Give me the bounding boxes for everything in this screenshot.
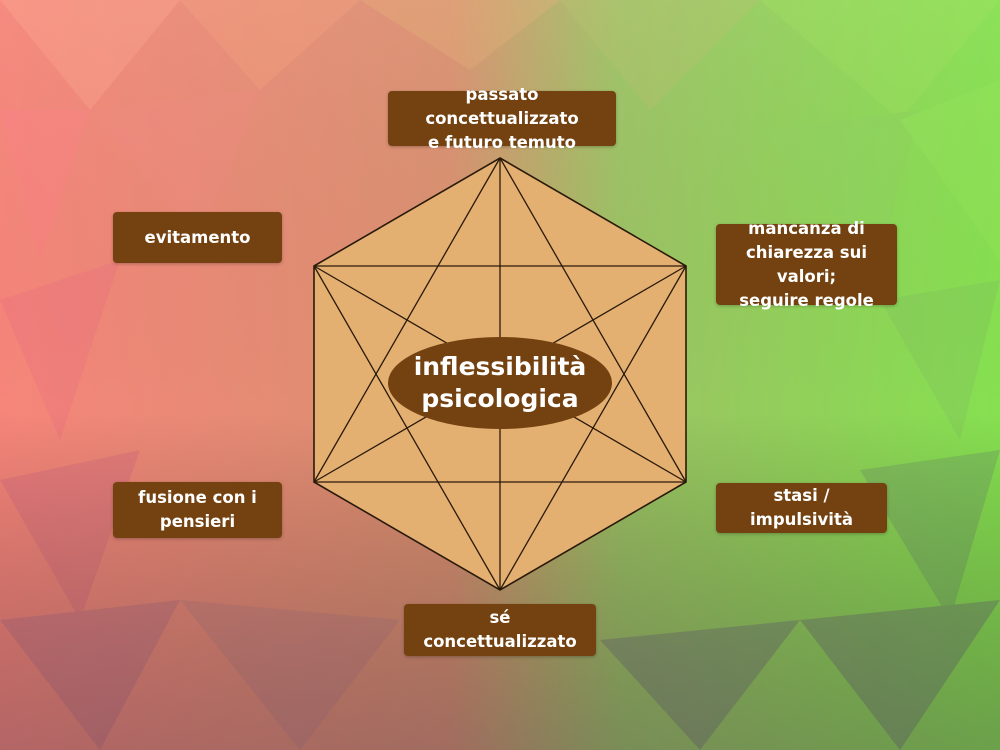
star-edge [499,265,687,591]
star-edge [313,157,501,483]
process-lower-right-line1: stasi / impulsività [750,486,853,529]
process-bottom-line1: sé concettualizzato [423,608,577,651]
process-top-line1: passato concettualizzato [425,84,579,128]
process-upper-right-line3: seguire regole [739,290,874,310]
process-box-upper-left: evitamento [113,212,282,263]
process-top-line2: e futuro temuto [428,132,576,152]
center-ellipse [388,337,612,429]
process-box-upper-right: mancanza di chiarezza sui valori; seguir… [716,219,897,310]
process-box-lower-left: fusione con i pensieri [113,482,282,538]
star-edge [313,265,501,591]
process-upper-right-line2: chiarezza sui valori; [746,242,867,286]
process-box-bottom: sé concettualizzato [404,604,596,656]
process-lower-left-line2: pensieri [159,512,236,531]
process-upper-left-line1: evitamento [144,227,251,247]
process-box-top: passato concettualizzato e futuro temuto [388,85,616,152]
process-upper-right-line1: mancanza di [748,218,865,238]
process-lower-left-line1: fusione con i [138,488,257,507]
star-edge [499,157,687,483]
process-box-lower-right: stasi / impulsività [716,483,887,533]
center-label: inflessibilità psicologica [388,337,612,429]
center-label-line2: psicologica [421,384,579,413]
center-label-line1: inflessibilità [413,352,587,381]
